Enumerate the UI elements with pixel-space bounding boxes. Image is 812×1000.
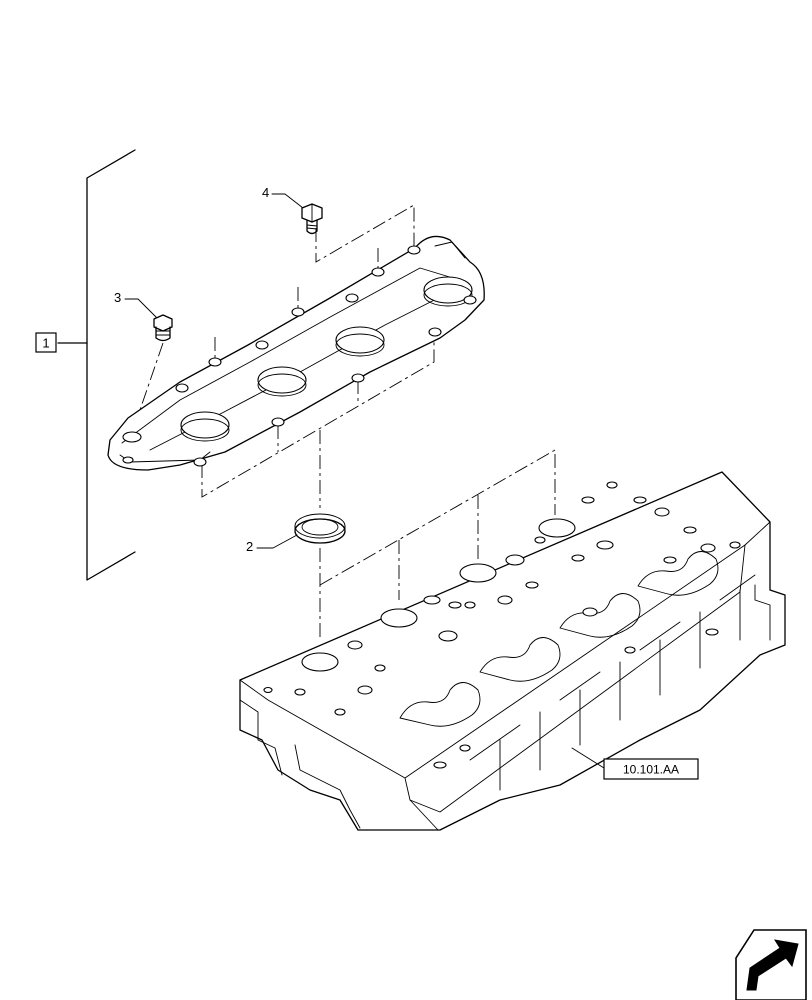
callout-2[interactable]: 2 — [246, 534, 298, 554]
assembly-bracket — [57, 149, 136, 581]
seal-ring-part — [294, 513, 346, 544]
callout-2-label: 2 — [246, 539, 253, 554]
callout-3-label: 3 — [114, 290, 121, 305]
plug-part — [153, 314, 173, 342]
callout-1-box[interactable]: 1 — [35, 332, 57, 353]
cross-reference-label: 10.101.AA — [623, 763, 679, 777]
cylinder-head-part — [239, 471, 786, 831]
cross-reference[interactable]: 10.101.AA — [571, 747, 699, 780]
assembly-centerlines — [139, 204, 556, 640]
callout-4-label: 4 — [262, 185, 269, 200]
next-page-arrow-icon[interactable] — [735, 929, 807, 1000]
cover-bracket-part — [107, 235, 485, 471]
callout-4[interactable]: 4 — [262, 185, 304, 209]
bolt-part — [301, 203, 323, 235]
callout-1-label: 1 — [42, 336, 49, 351]
callout-3[interactable]: 3 — [114, 290, 158, 319]
